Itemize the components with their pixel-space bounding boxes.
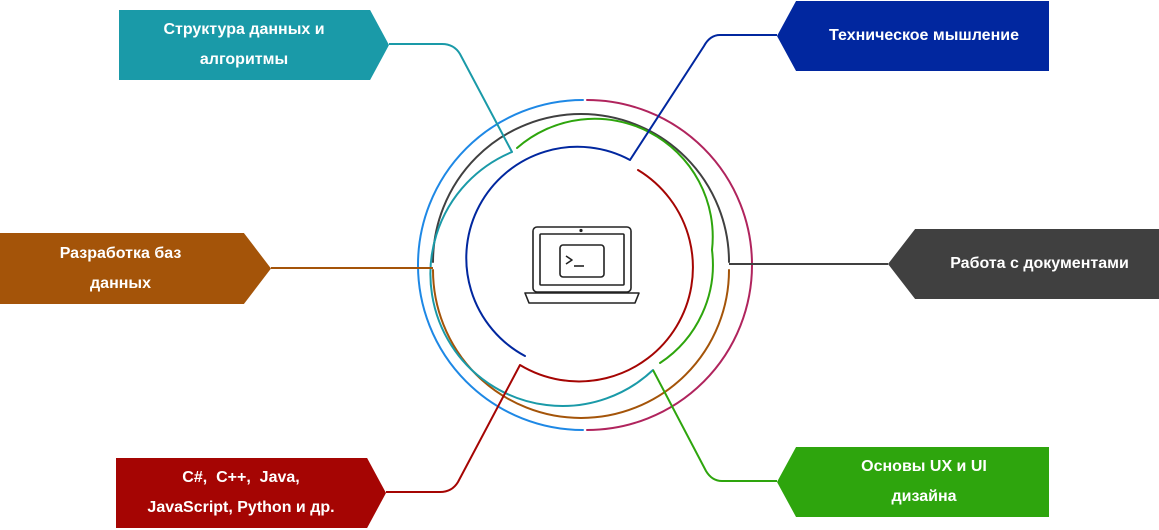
node-ux-ui: Основы UX и UI дизайна — [777, 447, 1049, 517]
connector-algorithms — [389, 43, 513, 153]
connector-languages — [386, 364, 521, 493]
node-languages: C#, C++, Java, JavaScript, Python и др. — [116, 458, 386, 528]
node-algorithms-line2: алгоритмы — [199, 51, 289, 68]
node-databases: Разработка баз данных — [0, 233, 271, 304]
node-databases-line2: данных — [90, 274, 151, 292]
node-languages-line1: C#, C++, Java, — [182, 469, 300, 486]
node-algorithms: Структура данных и алгоритмы — [119, 10, 389, 80]
node-ux-ui-line1: Основы UX и UI — [861, 458, 987, 475]
node-tech-thinking-line1: Техническое мышление — [829, 27, 1019, 44]
node-documents-line1: Работа с документами — [950, 255, 1129, 272]
node-languages-line2: JavaScript, Python и др. — [147, 499, 335, 516]
node-algorithms-line1: Структура данных и — [163, 21, 325, 38]
ring-dark — [432, 113, 730, 263]
ring-crimson — [586, 99, 753, 431]
connector-ux — [652, 369, 777, 482]
ring-navy — [465, 145, 631, 357]
ring-red — [519, 169, 694, 383]
ring-teal — [429, 151, 654, 407]
laptop-terminal-icon — [524, 226, 640, 304]
ring-blue-outer — [417, 99, 584, 431]
ring-green — [516, 117, 714, 364]
node-databases-line1: Разработка баз — [59, 244, 182, 262]
node-ux-ui-line2: дизайна — [891, 488, 957, 505]
node-tech-thinking: Техническое мышление — [777, 1, 1049, 71]
node-documents: Работа с документами — [888, 229, 1159, 299]
ring-orange — [432, 269, 730, 419]
connector-tech-thinking — [629, 34, 777, 161]
